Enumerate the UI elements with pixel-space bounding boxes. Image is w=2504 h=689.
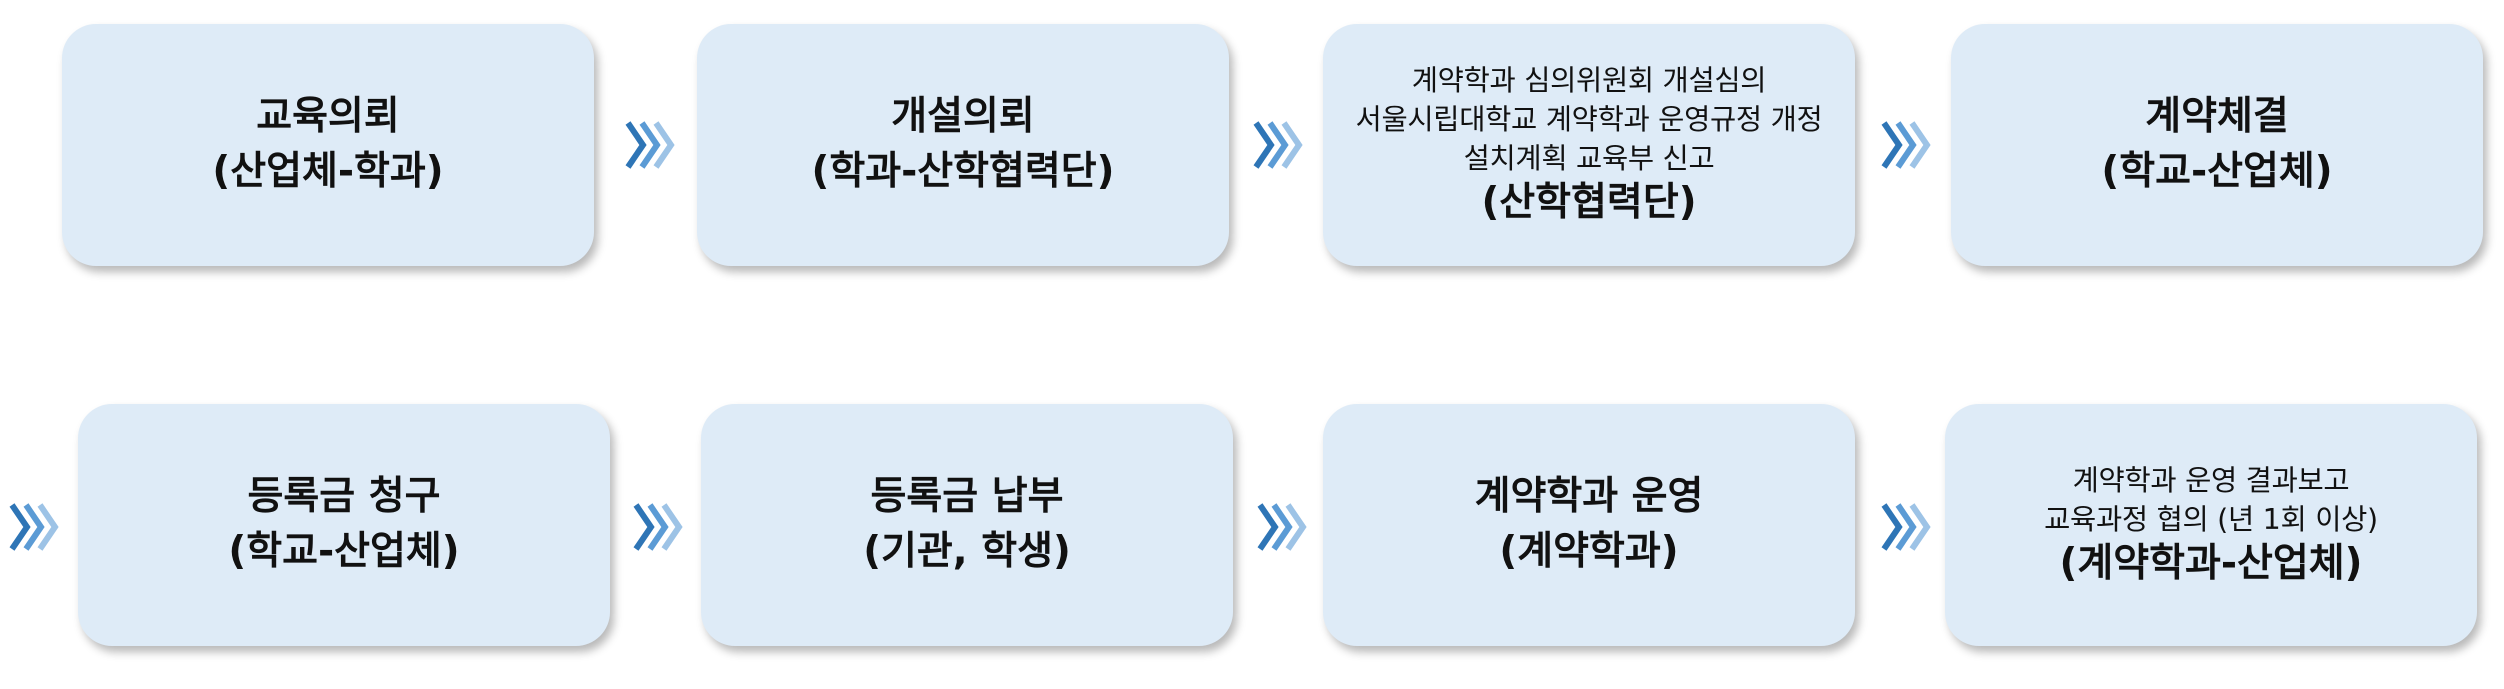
triple-chevron-right-icon — [1253, 121, 1303, 169]
step-party: (학교-산업체) — [228, 529, 460, 574]
triple-chevron-right-icon — [1257, 503, 1307, 551]
triple-chevron-right-icon — [633, 503, 683, 551]
step-title: 계약체결 — [2145, 94, 2289, 140]
step-contract-signing: 계약체결 (학교-산업체) — [1951, 24, 2483, 266]
triple-chevron-right-icon — [625, 121, 675, 169]
step-committee-review: 계약학과 심의위원회 개설심의 서울시립대학교 계약학과 운영규정 개정 설치계… — [1323, 24, 1855, 266]
step-title: 교육의뢰 — [256, 94, 400, 140]
step-title: 계약학과 운영 — [1474, 474, 1704, 520]
triple-chevron-right-icon — [9, 503, 59, 551]
step-title: 등록금 청구 — [247, 474, 441, 520]
step-program-operation: 계약학과 운영 (계약학과) — [1323, 404, 1855, 646]
triple-chevron-right-icon — [1881, 121, 1931, 169]
step-result-report: 계약학과 운영 결과보고 교육과정 협의 (년 1회 이상) (계약학과-산업체… — [1945, 404, 2477, 646]
step-detail: 계약학과 심의위원회 개설심의 서울시립대학교 계약학과 운영규정 개정 설치계… — [1355, 64, 1823, 176]
step-opening-request: 개설의뢰 (학과-산학협력단) — [697, 24, 1229, 266]
step-tuition-billing: 등록금 청구 (학교-산업체) — [78, 404, 610, 646]
step-party: (학교-산업체) — [2101, 149, 2333, 194]
step-tuition-payment: 등록금 납부 (기관, 학생) — [701, 404, 1233, 646]
step-party: (산학협력단) — [1481, 180, 1697, 226]
step-party: (계약학과) — [1499, 529, 1679, 574]
step-party: (학과-산학협력단) — [811, 149, 1115, 194]
step-party: (산업체-학과) — [212, 149, 444, 194]
step-party: (계약학과-산업체) — [2059, 540, 2363, 586]
step-education-request: 교육의뢰 (산업체-학과) — [62, 24, 594, 266]
triple-chevron-right-icon — [1881, 503, 1931, 551]
step-detail: 계약학과 운영 결과보고 교육과정 협의 (년 1회 이상) — [2044, 463, 2378, 536]
step-party: (기관, 학생) — [863, 529, 1071, 574]
step-title: 등록금 납부 — [870, 474, 1064, 520]
step-title: 개설의뢰 — [891, 94, 1035, 140]
